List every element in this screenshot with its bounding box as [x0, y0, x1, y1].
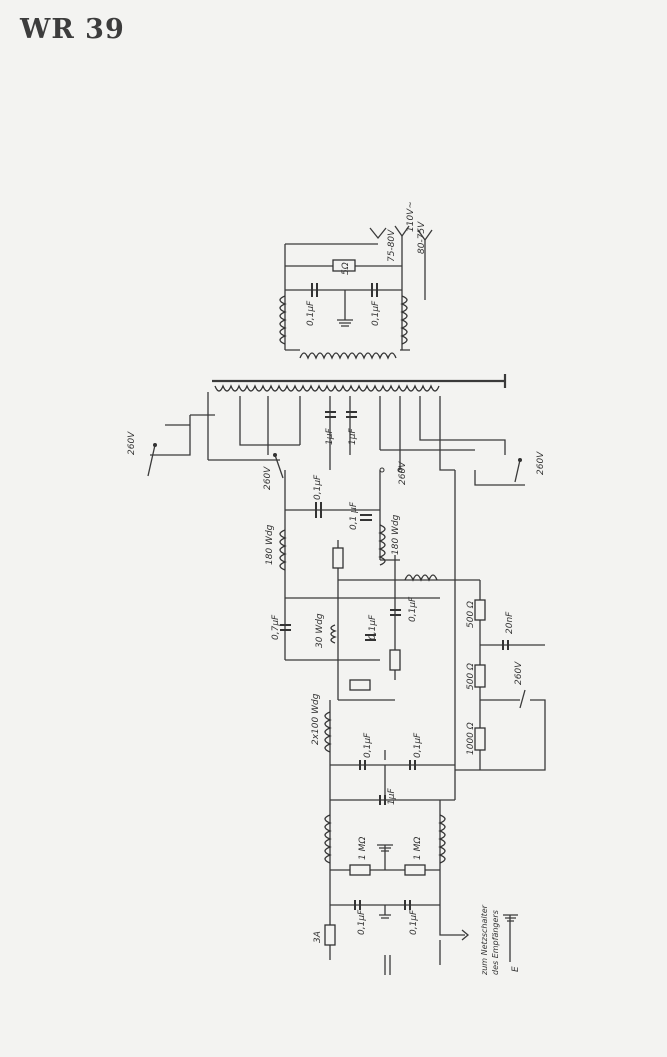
label-75-80v: 75-80V [387, 229, 397, 262]
lower-coils [324, 814, 446, 864]
label-5ohm: 5Ω [341, 262, 351, 275]
input-capacitors [311, 283, 378, 297]
transformer-core [212, 374, 507, 388]
mid-resistors [332, 547, 401, 691]
label-c01-c: 0,1μF [368, 614, 378, 640]
transformer-winding [214, 384, 440, 392]
label-c01-f: 0,1 μF [349, 501, 359, 530]
label-1uf-a: 1μF [325, 428, 335, 445]
cap-mid-horizontal [315, 502, 322, 518]
label-30wdg: 30 Wdg [315, 613, 325, 648]
voltage-switches [147, 443, 522, 483]
ground-symbol [377, 844, 393, 870]
tap-wiring [150, 392, 525, 486]
label-260v-switch: 260V [263, 466, 273, 490]
label-1000ohm: 1000 Ω [466, 722, 476, 755]
label-500ohm-b: 500 Ω [466, 663, 476, 690]
label-1mohm-a: 1 MΩ [358, 837, 368, 860]
ground-lower [379, 905, 391, 919]
label-260v-right: 260V [536, 451, 546, 475]
label-07uf: 0,7μF [271, 614, 281, 640]
chain-resistors [474, 599, 486, 751]
input-coils [279, 295, 408, 360]
lower-caps [354, 760, 416, 910]
label-260v-mid: 260V [398, 461, 408, 485]
label-1uf-b: 1μF [348, 428, 358, 445]
label-empfaenger: des Empfängers [491, 910, 500, 975]
label-c01-d: 0,1μF [408, 596, 418, 622]
lower-wiring [329, 700, 455, 960]
cap-20nf [502, 640, 509, 650]
label-fuse-3a: 3A [313, 931, 323, 943]
label-c01-h: 0,1μF [357, 909, 367, 935]
mains-leads [384, 914, 518, 975]
label-c01-i: 0,1μF [409, 909, 419, 935]
label-180wdg-b: 180 Wdg [391, 514, 401, 555]
label-260v-left: 260V [127, 431, 137, 455]
resistor-5ohm [332, 259, 356, 272]
switch-260v [519, 689, 526, 709]
input-terminals [369, 225, 433, 242]
label-c01-mid: 0,1μF [313, 474, 323, 500]
label-180wdg-a: 180 Wdg [265, 524, 275, 565]
label-c01-g: 0,1μF [413, 732, 423, 758]
label-80-75v: 80-75V [417, 221, 427, 254]
page-title: WR 39 [20, 14, 125, 45]
label-c01-in-right: 0,1μF [371, 300, 381, 326]
mid-coils [279, 524, 438, 644]
label-netzschalter: zum Netzschalter [480, 904, 489, 976]
fuse-3a [324, 924, 336, 946]
transformer-switch-caps [325, 411, 357, 418]
label-260v-r: 260V [514, 661, 524, 685]
mid-caps [280, 609, 401, 641]
label-20nf: 20nF [505, 611, 515, 634]
lower-coil-2x100 [324, 711, 332, 753]
lower-resistors [349, 864, 426, 876]
label-c01-e: 0,1μF [363, 732, 373, 758]
label-2x100wdg: 2x100 Wdg [311, 693, 321, 745]
cap-01-f [360, 514, 372, 521]
mid-wiring [284, 470, 480, 800]
label-500ohm-a: 500 Ω [466, 601, 476, 628]
label-1uf-c: 1μF [387, 788, 397, 805]
label-earth: E [511, 966, 521, 972]
label-110v: 110V~ [406, 201, 416, 232]
input-wiring [284, 236, 426, 351]
label-1mohm-b: 1 MΩ [413, 837, 423, 860]
label-c01-in-left: 0,1μF [306, 300, 316, 326]
